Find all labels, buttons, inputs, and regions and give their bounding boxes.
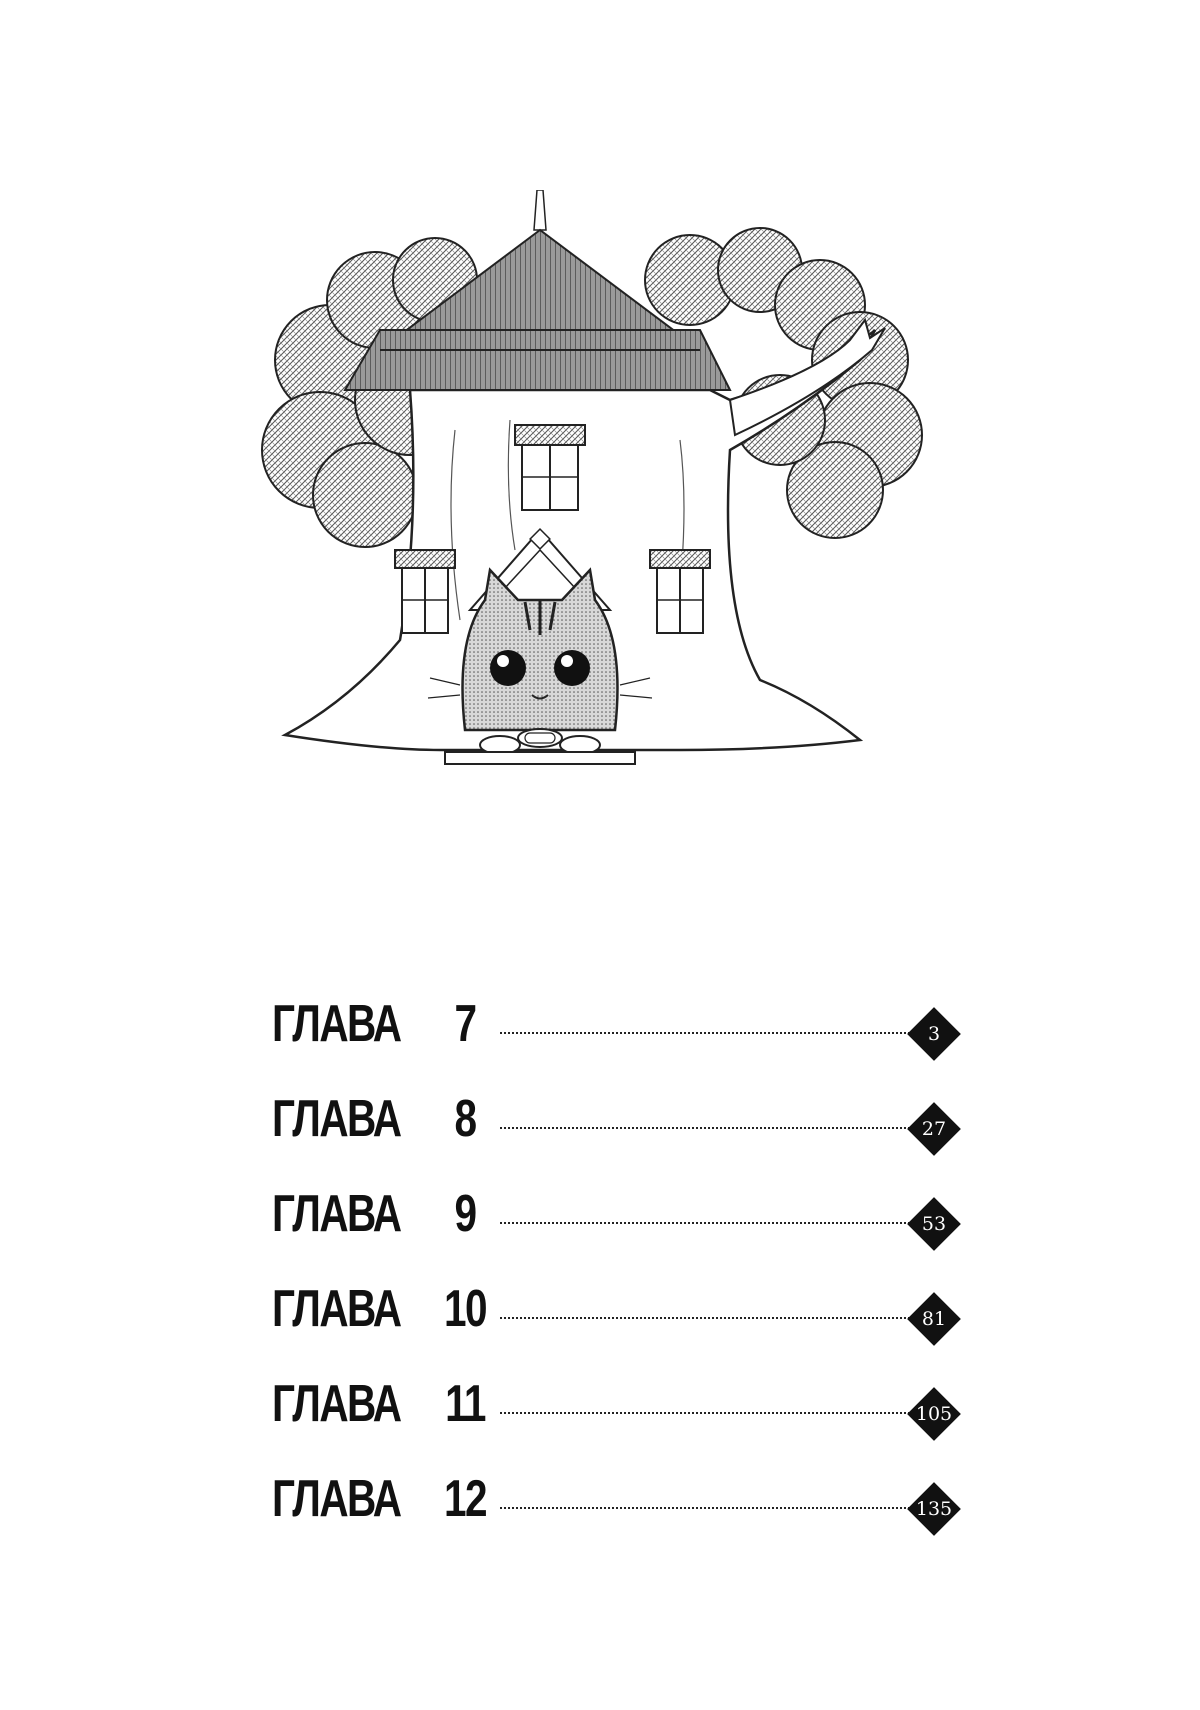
chapter-number: 11	[445, 1375, 486, 1433]
chapter-label: ГЛАВА	[272, 1470, 402, 1528]
page-number: 81	[921, 1308, 947, 1330]
dotted-leader	[500, 1507, 918, 1509]
page-number: 27	[921, 1118, 947, 1140]
dotted-leader	[500, 1222, 918, 1224]
toc-entry[interactable]: ГЛАВА 10 81	[260, 1275, 1000, 1370]
doorstep	[444, 751, 636, 765]
page-number: 105	[915, 1403, 953, 1425]
branch	[728, 317, 886, 437]
toc-entry[interactable]: ГЛАВА 11 105	[260, 1370, 1000, 1465]
page-number: 135	[915, 1498, 953, 1520]
toc-entry[interactable]: ГЛАВА 9 53	[260, 1180, 1000, 1275]
page-badge: 53	[906, 1196, 962, 1252]
trunk	[281, 329, 877, 752]
page-badge: 27	[906, 1101, 962, 1157]
toc-entry[interactable]: ГЛАВА 7 3	[260, 990, 1000, 1085]
chapter-number: 10	[444, 1280, 488, 1338]
dotted-leader	[500, 1032, 918, 1034]
page-number: 53	[921, 1213, 947, 1235]
toc-entry[interactable]: ГЛАВА 12 135	[260, 1465, 1000, 1560]
page-badge: 3	[906, 1006, 962, 1062]
window-upper	[514, 424, 586, 511]
page-badge: 105	[906, 1386, 962, 1442]
cat	[427, 567, 653, 755]
chapter-label: ГЛАВА	[272, 1185, 402, 1243]
chapter-label: ГЛАВА	[272, 1375, 402, 1433]
chapter-number: 12	[444, 1470, 488, 1528]
chapter-label: ГЛАВА	[272, 995, 402, 1053]
chapter-number: 9	[454, 1185, 477, 1243]
dotted-leader	[500, 1412, 918, 1414]
table-of-contents: ГЛАВА 7 3 ГЛАВА 8 27 ГЛАВА 9 53 ГЛАВА 10…	[260, 990, 1000, 1560]
page-number: 3	[927, 1023, 941, 1045]
page-badge: 81	[906, 1291, 962, 1347]
tree-house-illustration	[260, 189, 960, 850]
page-badge: 135	[906, 1481, 962, 1537]
dotted-leader	[500, 1317, 918, 1319]
chapter-label: ГЛАВА	[272, 1090, 402, 1148]
window-right	[649, 549, 711, 634]
chapter-number: 7	[454, 995, 477, 1053]
chapter-number: 8	[454, 1090, 477, 1148]
chapter-label: ГЛАВА	[272, 1280, 402, 1338]
roof	[343, 189, 732, 391]
window-left	[394, 549, 456, 634]
dotted-leader	[500, 1127, 918, 1129]
tree-house-with-cat-icon	[261, 189, 923, 765]
toc-entry[interactable]: ГЛАВА 8 27	[260, 1085, 1000, 1180]
